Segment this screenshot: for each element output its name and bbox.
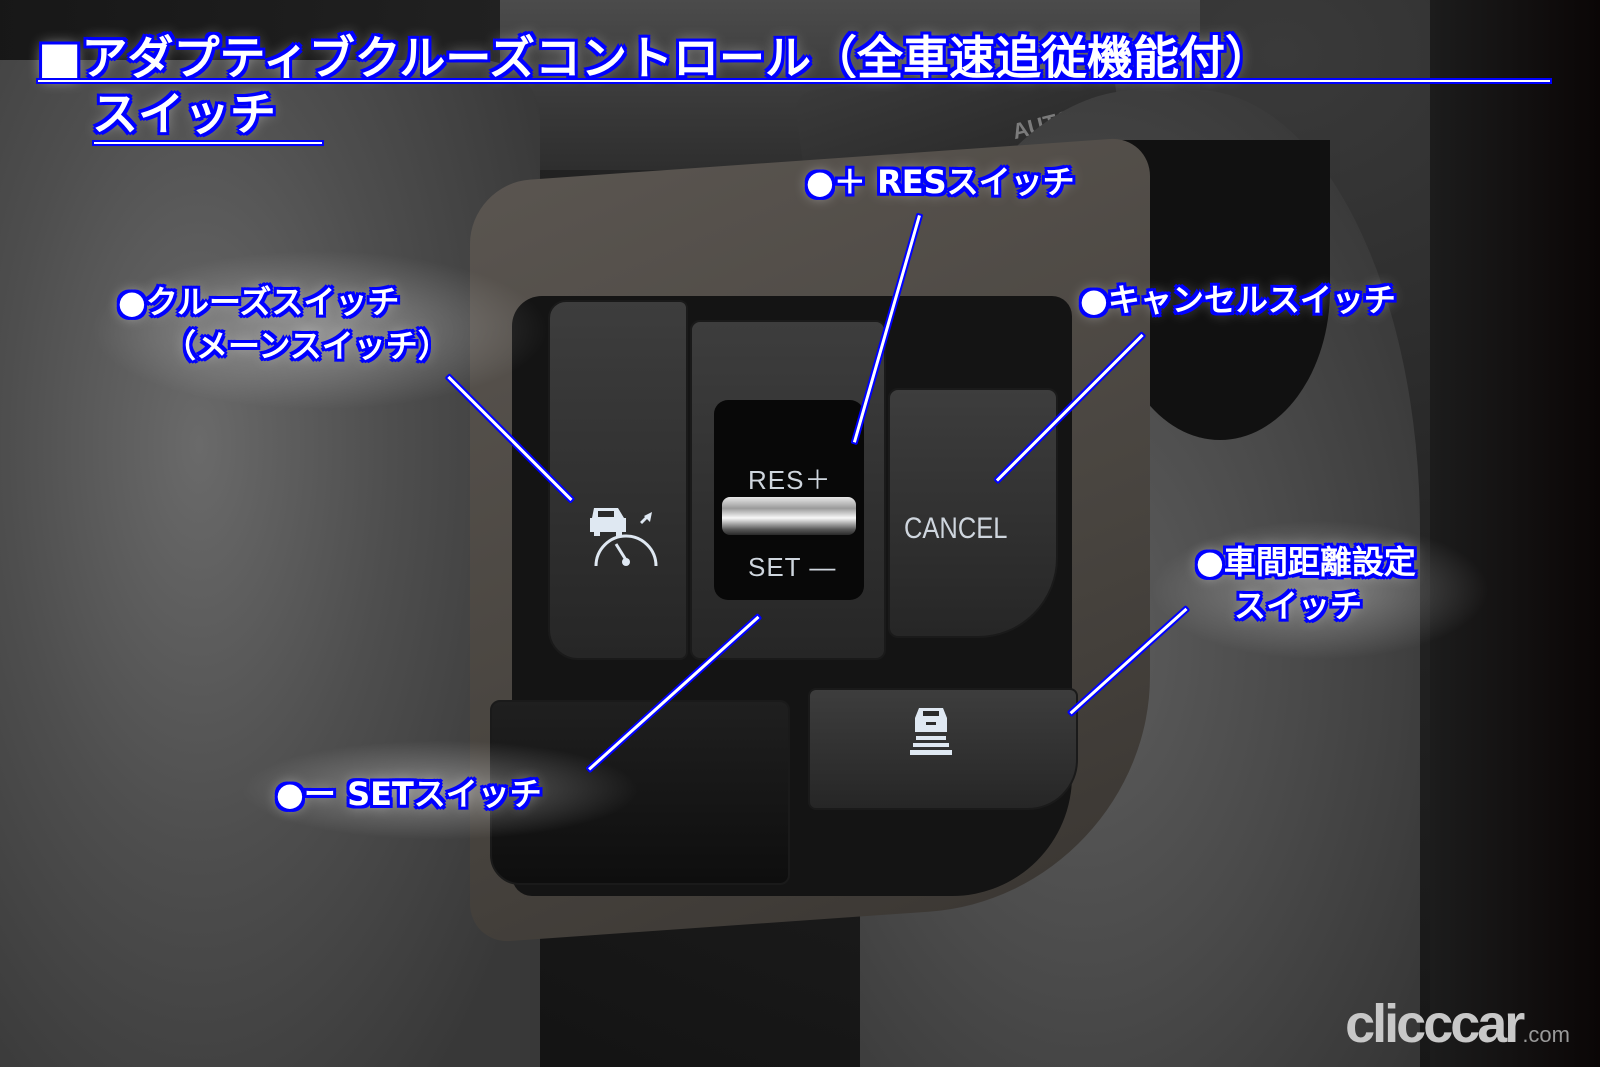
page-title: ■アダプティブクルーズコントロール（全車速追従機能付） スイッチ [38, 30, 1271, 142]
label-glow [1150, 520, 1490, 660]
cancel-label: CANCEL [904, 512, 1008, 545]
title-line-1: ■アダプティブクルーズコントロール（全車速追従機能付） [38, 31, 1272, 85]
title-line-2: スイッチ [92, 87, 276, 141]
annotation-cruise-line2: （メーンスイッチ） [164, 327, 450, 365]
watermark-logo: clicccar.com [1345, 993, 1570, 1055]
annotation-res: ●＋ RESスイッチ [806, 163, 1075, 201]
annotation-set: ●ー SETスイッチ [276, 775, 542, 813]
cancel-switch[interactable] [888, 388, 1058, 638]
title-underline-2 [92, 140, 324, 146]
cruise-main-switch[interactable] [548, 300, 688, 660]
right-shadow [1430, 0, 1600, 1067]
title-underline [36, 78, 1552, 84]
blank-switch [490, 700, 790, 885]
label-glow [240, 740, 640, 840]
annotation-distance: ●車間距離設定 スイッチ [1196, 540, 1416, 628]
set-minus-label[interactable]: SET ― [748, 552, 837, 582]
res-plus-label[interactable]: RES＋ [748, 465, 832, 495]
annotation-cruise-line1: ●クルーズスイッチ [118, 283, 400, 321]
distance-setting-switch[interactable] [808, 688, 1078, 810]
res-set-rocker-switch[interactable] [722, 497, 856, 535]
annotation-distance-line2: スイッチ [1234, 587, 1363, 625]
watermark-brand: clicccar [1345, 994, 1525, 1054]
watermark-suffix: .com [1522, 1022, 1570, 1047]
annotation-cancel: ●キャンセルスイッチ [1080, 281, 1396, 319]
steering-wheel-spoke [0, 60, 540, 1067]
label-glow [90, 250, 550, 410]
following-distance-icon [910, 708, 952, 755]
annotation-cruise: ●クルーズスイッチ （メーンスイッチ） [118, 280, 450, 368]
adaptive-cruise-icon [590, 508, 658, 567]
annotation-distance-line1: ●車間距離設定 [1196, 543, 1416, 581]
